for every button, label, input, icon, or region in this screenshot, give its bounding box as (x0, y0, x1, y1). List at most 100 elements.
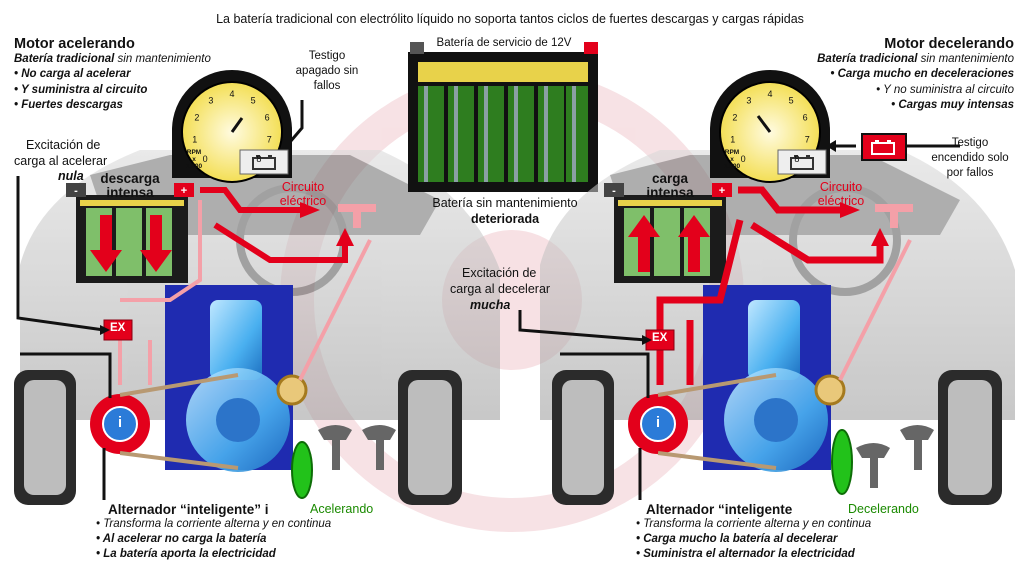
right-gauge-tick-label: 6 (803, 112, 808, 122)
left-gauge-label-unit: 1.000 (185, 162, 203, 170)
right-circuit-line1: Circuito (819, 180, 863, 194)
right-gauge-tick-label: 0 (741, 154, 746, 164)
left-engine (165, 285, 308, 472)
right-alternator-line-1: • Transforma la corriente alterna y en c… (636, 518, 872, 530)
right-warning-line3: por fallos (946, 167, 994, 179)
right-warning-line2: encendido solo (931, 152, 1009, 164)
left-gauge-label-x: x (192, 155, 196, 163)
left-gauge-tick-label: 8 (256, 154, 261, 164)
right-excitation-line1: Excitación de (462, 266, 537, 280)
left-gauge-label-rpm: RPM (186, 149, 202, 156)
right-pointer-lines (518, 144, 960, 500)
left-circuit-label: Circuito eléctrico (268, 180, 338, 209)
right-gauge-tick-label: 4 (767, 89, 772, 99)
left-current-paths (200, 187, 348, 263)
left-bullet-2: • Y suministra al circuito (14, 84, 148, 96)
left-gauge-tick-label: 5 (251, 95, 256, 105)
left-pointer-lines (16, 100, 304, 500)
right-warning-line1: Testigo (951, 137, 989, 149)
left-terminal-negative (66, 183, 86, 197)
left-gauge-tick-label: 3 (208, 95, 213, 105)
left-gauge-tick-label: 0 (203, 154, 208, 164)
left-ex-label: EX (110, 322, 126, 334)
right-battery-type: Batería tradicional sin mantenimiento (817, 53, 1014, 67)
left-circuit-line2: eléctrico (279, 194, 327, 209)
left-gauge-tick-label: 2 (194, 112, 199, 122)
right-warning-light-on (861, 133, 907, 161)
page-title: La batería tradicional con electrólito l… (216, 12, 804, 26)
right-battery-type-rest: sin mantenimiento (920, 53, 1014, 65)
right-gauge-tick-label: 8 (794, 154, 799, 164)
right-battery-state-line2: intensa (646, 185, 694, 201)
left-pedal-state: Acelerando (310, 502, 374, 516)
left-circuit-line1: Circuito (281, 180, 325, 194)
right-excitation-line2: carga al decelerar (450, 282, 551, 296)
left-terminal-positive (174, 183, 194, 197)
left-warning-line1: Testigo (308, 50, 346, 62)
right-terminal-positive (712, 183, 732, 197)
center-battery-title: Batería de servicio de 12V (436, 37, 572, 49)
left-gauge-tick-label: 4 (229, 89, 234, 99)
left-battery-warning-icon (249, 154, 281, 170)
left-plus-icon: + (181, 185, 187, 197)
left-alternator-title: Alternador “inteligente” i (108, 502, 269, 517)
right-plus-icon: + (719, 185, 725, 197)
center-battery-condition: deteriorada (470, 212, 540, 226)
right-gauge-label-rpm: RPM (724, 149, 740, 156)
right-circuit-label: Circuito eléctrico (806, 180, 876, 209)
right-wheels (552, 370, 1002, 505)
right-bullet-3: • Cargas muy intensas (891, 99, 1014, 111)
right-gauge-label: RPM x 1.000 (718, 149, 746, 170)
left-ground-symbol (338, 204, 376, 228)
right-battery-warning-icon (787, 154, 819, 170)
left-excitation-value: nula (58, 169, 84, 183)
right-battery-type-bold: Batería tradicional (817, 53, 918, 65)
right-alternator-line-3: • Suministra el alternador la electricid… (636, 548, 855, 560)
left-battery-state: descarga intensa (90, 171, 170, 201)
right-thin-wires (838, 239, 912, 381)
left-bullet-1: • No carga al acelerar (14, 68, 131, 80)
left-gauge-tick-label: 6 (265, 112, 270, 122)
left-wheels (14, 370, 462, 505)
right-alternator (628, 373, 777, 470)
left-gauge-label: RPM x 1.000 (180, 149, 208, 170)
center-battery (408, 42, 598, 192)
left-alternator-line-1: • Transforma la corriente alterna y en c… (96, 518, 332, 530)
left-battery-state-line1: descarga (100, 171, 160, 186)
right-bullet-1: • Carga mucho en deceleraciones (830, 68, 1014, 80)
left-battery (76, 195, 188, 283)
right-alternator-line-2: • Carga mucho la batería al decelerar (636, 533, 838, 545)
right-alternator-title: Alternador “inteligente (646, 502, 793, 517)
left-bullet-3: • Fuertes descargas (14, 99, 123, 111)
left-battery-type-rest: sin mantenimiento (117, 53, 211, 65)
right-terminal-negative (604, 183, 624, 197)
left-alternator-line-3: • La batería aporta la electricidad (96, 548, 276, 560)
right-bullet-2: • Y no suministra al circuito (876, 84, 1014, 96)
left-thin-wires (118, 200, 372, 385)
left-gauge-tick-label: 1 (192, 134, 197, 144)
left-warning-line2: apagado sin (295, 65, 359, 77)
left-alternator-label: i (117, 415, 123, 431)
right-battery (614, 195, 726, 283)
right-gauge-tick-label: 3 (746, 95, 751, 105)
right-gauge-tick-label: 7 (805, 134, 810, 144)
right-minus-icon: - (612, 185, 616, 197)
left-battery-state-line2: intensa (106, 185, 154, 201)
left-excitation-line1: Excitación de (26, 138, 101, 152)
left-excitation-line2: carga al acelerar (14, 154, 108, 168)
left-warning-line3: fallos (313, 80, 341, 92)
left-alternator (90, 373, 239, 470)
right-circuit-line2: eléctrico (817, 194, 865, 209)
left-battery-type-bold: Batería tradicional (14, 53, 115, 65)
right-battery-state-line1: carga (651, 171, 689, 186)
right-ex-label: EX (652, 332, 668, 344)
left-minus-icon: - (74, 185, 78, 197)
right-pedals (831, 425, 934, 495)
right-alternator-label: i (655, 415, 661, 431)
right-gauge-label-unit: 1.000 (723, 162, 741, 170)
right-gauge-label-x: x (730, 155, 734, 163)
left-panel-title: Motor acelerando (14, 36, 135, 52)
